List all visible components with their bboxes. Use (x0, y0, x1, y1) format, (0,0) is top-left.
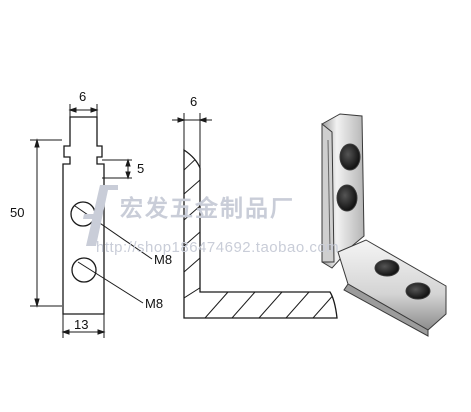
dim-slot-height-label: 5 (137, 161, 144, 176)
photo-hole-right-1 (374, 259, 400, 277)
dim-height (30, 138, 62, 308)
dim-height-label: 50 (10, 205, 24, 220)
side-view-hatching (184, 154, 337, 318)
hole-upper-label: M8 (154, 252, 172, 267)
front-hole-lower (71, 257, 97, 283)
dim-top-width-label: 6 (79, 89, 86, 104)
dim-slot-height (102, 158, 132, 180)
dim-side-thickness-label: 6 (190, 94, 197, 109)
product-photo (321, 113, 447, 337)
dim-bottom-width-label: 13 (74, 317, 88, 332)
side-view (183, 148, 338, 319)
photo-slot (327, 139, 331, 251)
photo-horizontal-edge (343, 283, 429, 337)
photo-vertical-edge (321, 122, 335, 263)
photo-hole-right-2 (405, 282, 431, 300)
watermark: 宏发五金制品厂 http://shop186474692.taobao.com (83, 185, 339, 256)
dim-bottom-width (61, 314, 106, 338)
watermark-shop-name: 宏发五金制品厂 (120, 195, 295, 221)
photo-hole-middle (336, 184, 358, 212)
watermark-url: http://shop186474692.taobao.com (96, 239, 339, 256)
photo-hole-upper (339, 143, 361, 171)
side-view-outline (183, 148, 338, 319)
hole-lower-label: M8 (145, 296, 163, 311)
dim-side-thickness (172, 113, 212, 168)
dim-top-width (68, 104, 99, 118)
watermark-logo-icon (83, 185, 118, 246)
